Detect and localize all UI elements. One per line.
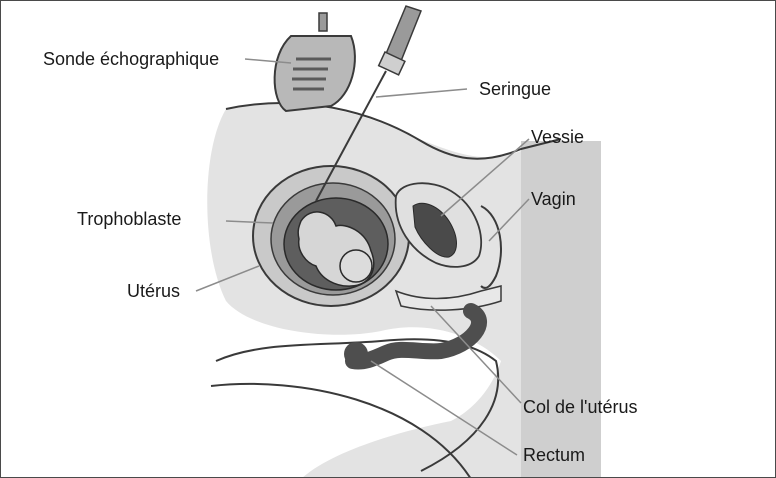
fetus-head xyxy=(339,249,373,283)
label-rectum: Rectum xyxy=(523,445,586,465)
leader-uterus xyxy=(195,265,260,292)
inner-wall xyxy=(215,338,500,472)
back-shading xyxy=(521,141,601,477)
label-trophoblaste: Trophoblaste xyxy=(77,209,182,229)
rectum-bulge xyxy=(344,342,368,366)
label-col: Col de l'utérus xyxy=(523,397,638,417)
syringe-icon xyxy=(315,5,422,202)
leader-vessie xyxy=(440,138,530,217)
rectum xyxy=(345,303,487,370)
leader-sonde xyxy=(244,58,292,64)
label-uterus: Utérus xyxy=(127,281,181,301)
leader-trophoblaste xyxy=(225,220,274,224)
label-seringue: Seringue xyxy=(479,79,552,99)
vagina xyxy=(480,205,502,289)
leader-rectum xyxy=(370,360,518,456)
label-vessie: Vessie xyxy=(531,127,585,147)
bladder-inner xyxy=(412,202,457,258)
leader-seringue xyxy=(375,88,468,98)
leader-vagin xyxy=(488,198,530,242)
leader-col xyxy=(430,305,522,404)
lower-contour xyxy=(210,382,471,477)
label-sonde: Sonde échographique xyxy=(43,49,220,69)
label-vagin: Vagin xyxy=(531,189,576,209)
